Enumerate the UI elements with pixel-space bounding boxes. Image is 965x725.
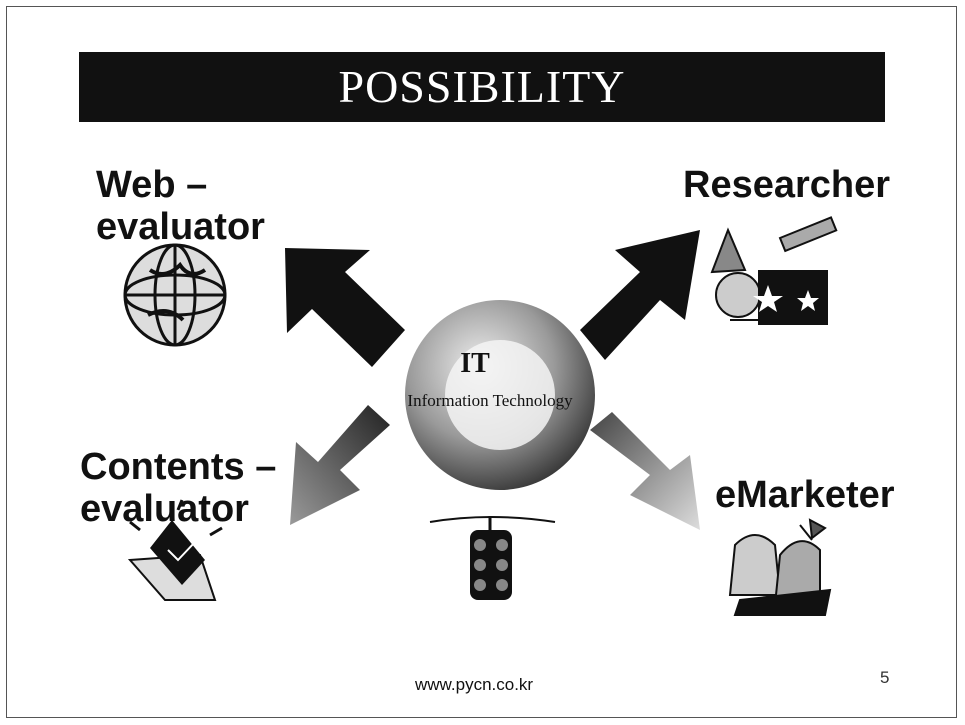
hub-subtitle: Information Technology [407,391,573,410]
marketers-icon [728,518,832,616]
wizard-telescope-icon [710,216,838,325]
hub-title: IT [460,348,490,379]
arrow-to-web-evaluator [285,248,405,367]
label-researcher: Researcher [683,164,891,206]
it-hub-ring [405,300,595,490]
page-number: 5 [880,668,890,687]
slide-title: POSSIBILITY [338,61,626,112]
book-icon [127,499,223,601]
footer-url: www.pycn.co.kr [415,675,534,694]
arrow-to-contents-evaluator [290,405,390,525]
globe-icon [123,243,227,347]
label-web-evaluator: Web – evaluator [96,164,265,248]
traffic-light-icon [429,516,556,600]
arrow-to-researcher [580,230,700,360]
label-contents-evaluator: Contents – evaluator [80,446,277,530]
title-banner: POSSIBILITY [79,52,885,122]
arrow-to-emarketer [590,412,700,530]
label-emarketer: eMarketer [715,474,895,516]
